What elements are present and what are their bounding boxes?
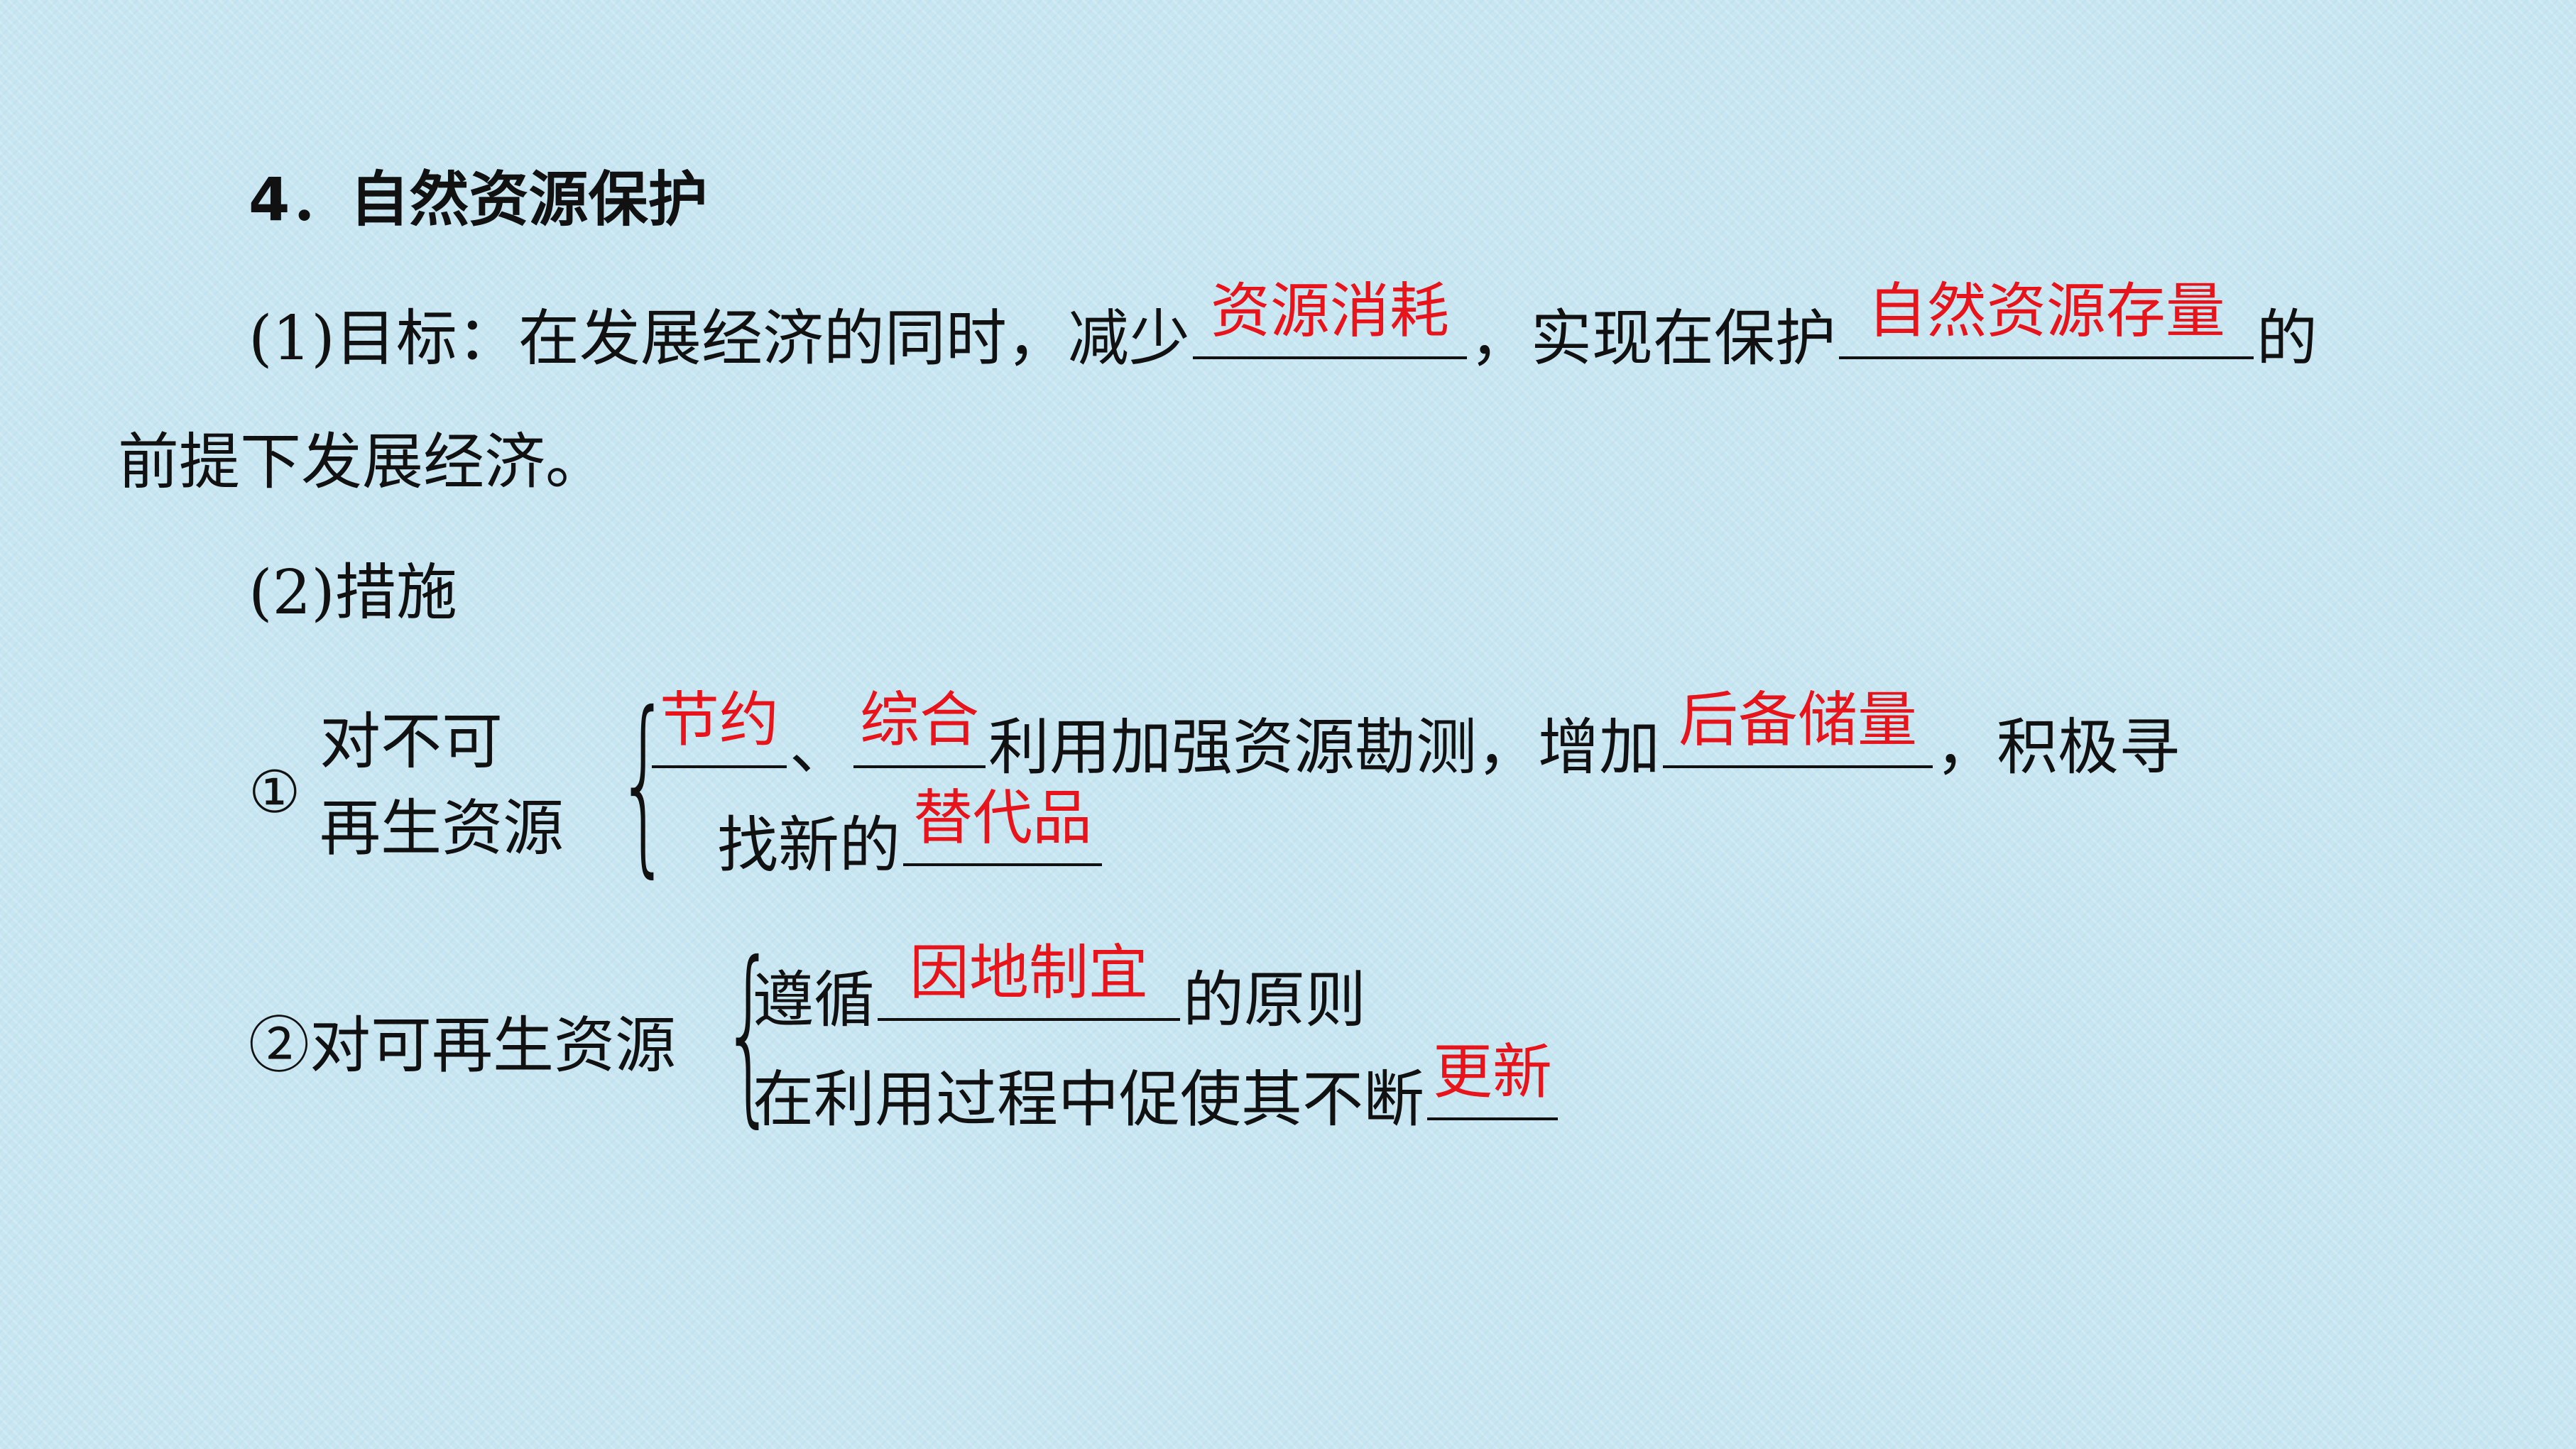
renewable-line-1: 遵循因地制宜的原则 [753,938,1366,1039]
renewable-line-2: 在利用过程中促使其不断更新 [753,1037,1561,1139]
blank-natural-resource-stock[interactable]: 自然资源存量 [1838,276,2254,359]
goal-mid-text: ，实现在保护 [1469,303,1836,374]
goal-line-1: (1)目标：在发展经济的同时，减少资源消耗 ，实现在保护自然资源存量的 [249,276,2318,378]
measures-title: (2)措施 [249,557,457,628]
marker-1: ① [249,759,301,826]
answer-conserve: 节约 [659,685,779,755]
answer-local-conditions: 因地制宜 [909,938,1148,1007]
answer-reserve-stock: 后备储量 [1678,685,1917,755]
separator: 、 [790,712,851,783]
answer-comprehensive: 综合 [859,685,979,755]
nonrenewable-line-1: 节约、综合利用加强资源勘测，增加后备储量 ，积极寻 [649,685,2180,787]
blank-comprehensive[interactable]: 综合 [853,685,986,768]
section-heading: 4．自然资源保护 [249,165,708,234]
blank-renewal[interactable]: 更新 [1427,1037,1558,1120]
nonrenewable-text-3: 找新的 [717,810,900,881]
blank-substitute[interactable]: 替代品 [903,783,1102,866]
renewable-line2-pre: 在利用过程中促使其不断 [753,1064,1424,1135]
renewable-line1-post: 的原则 [1183,965,1366,1036]
nonrenewable-label-2: 再生资源 [320,793,564,864]
goal-label: (1)目标：在发展经济的同时，减少 [249,303,1190,374]
nonrenewable-label-1: 对不可 [320,706,503,777]
renewable-line1-pre: 遵循 [753,965,875,1036]
nonrenewable-text-2: ，积极寻 [1936,712,2180,783]
brace-nonrenewable: { [616,671,672,895]
renewable-label: ②对可再生资源 [249,1010,676,1081]
blank-reserve-stock[interactable]: 后备储量 [1663,685,1933,768]
brace-renewable: { [721,921,777,1144]
goal-line-2: 前提下发展经济。 [118,427,606,498]
blank-conserve[interactable]: 节约 [652,685,787,768]
nonrenewable-text-1: 利用加强资源勘测，增加 [988,712,1660,783]
blank-resource-consumption[interactable]: 资源消耗 [1192,276,1467,359]
goal-end-text: 的 [2256,303,2318,374]
answer-substitute: 替代品 [912,783,1092,853]
nonrenewable-line-2: 找新的替代品 [717,783,1105,885]
blank-local-conditions[interactable]: 因地制宜 [878,938,1180,1021]
answer-natural-resource-stock: 自然资源存量 [1867,276,2225,346]
answer-resource-consumption: 资源消耗 [1210,276,1449,346]
answer-renewal: 更新 [1432,1037,1552,1107]
